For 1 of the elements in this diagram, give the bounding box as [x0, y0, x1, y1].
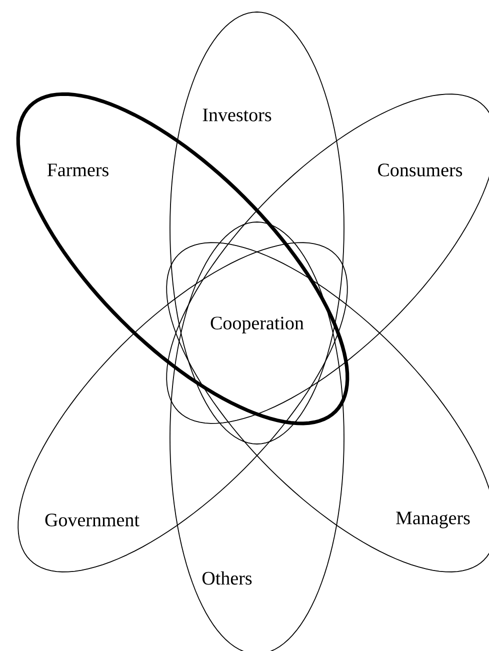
center-label: Cooperation	[210, 316, 304, 334]
